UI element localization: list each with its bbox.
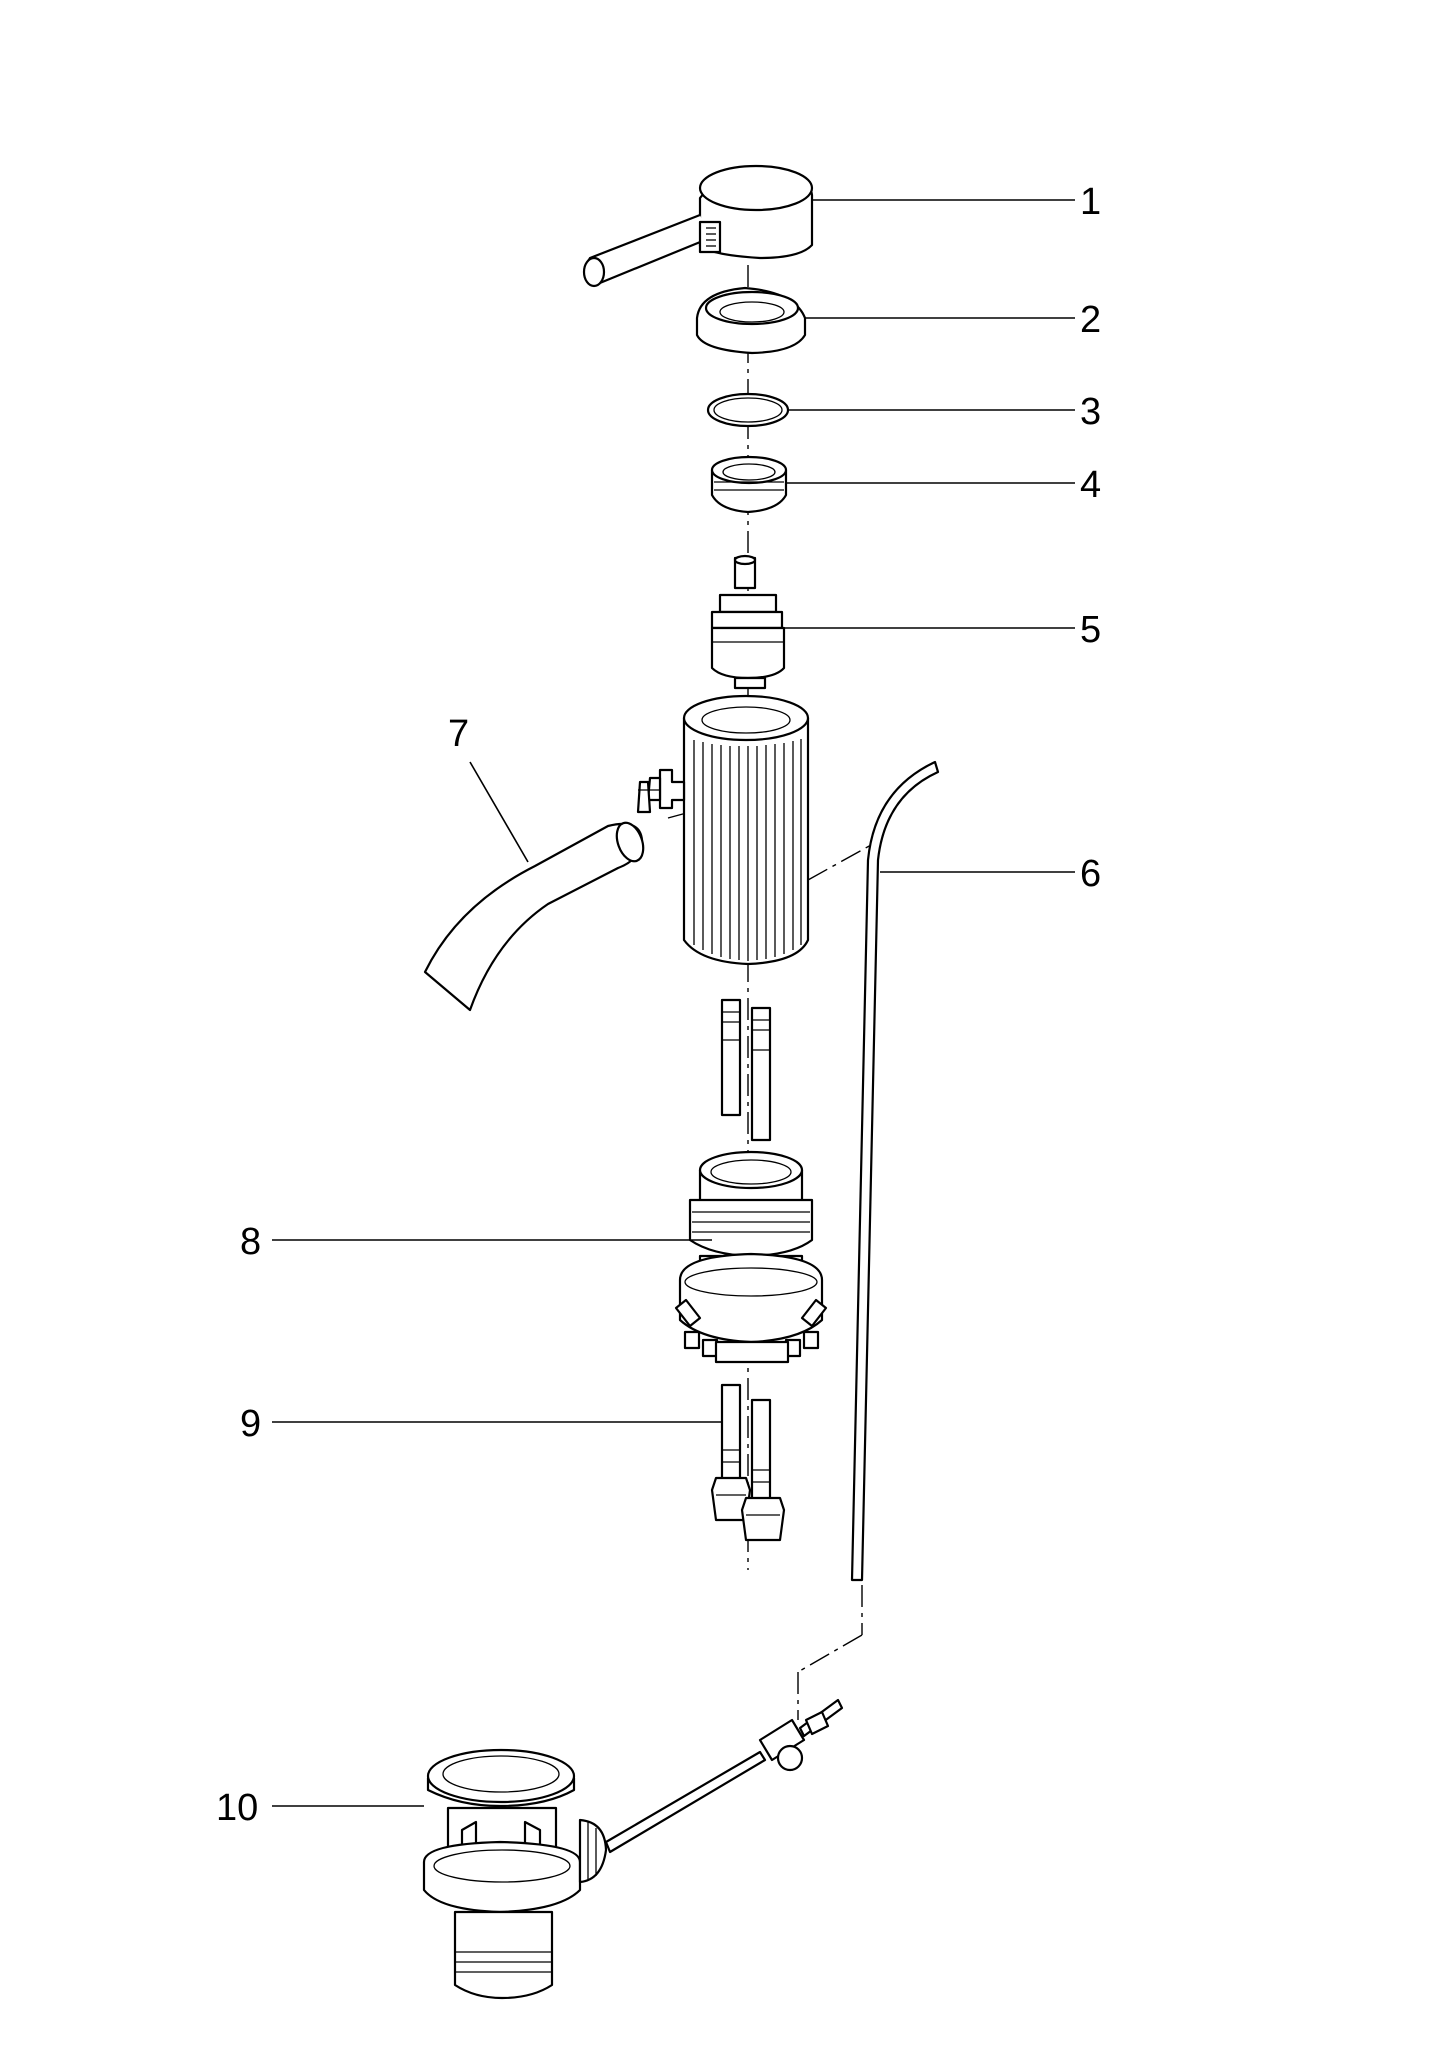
- rod-axis-diagonal: [797, 1634, 863, 1673]
- part-3-o-ring: [706, 392, 790, 428]
- rod-axis-link: [807, 839, 881, 881]
- leader-7: [469, 761, 529, 863]
- callout-8: 8: [240, 1221, 261, 1263]
- callout-3: 3: [1080, 391, 1101, 433]
- callout-9: 9: [240, 1403, 261, 1445]
- part-10-pop-up-waste: [422, 1698, 844, 2000]
- callout-7: 7: [448, 713, 469, 755]
- part-9-supply-hoses-lower: [710, 1383, 786, 1542]
- callout-5: 5: [1080, 609, 1101, 651]
- callout-10: 10: [216, 1787, 258, 1829]
- callout-6: 6: [1080, 853, 1101, 895]
- part-5-cartridge: [710, 554, 786, 690]
- part-7-spout: [423, 821, 645, 1012]
- part-1-lever-handle: [582, 164, 814, 288]
- part-2-cover-cap: [695, 286, 807, 355]
- part-8-mounting-assembly: [674, 1150, 828, 1364]
- callout-4: 4: [1080, 464, 1101, 506]
- supply-hoses-upper: [720, 998, 772, 1142]
- part-4-threaded-nut: [710, 455, 788, 514]
- callout-1: 1: [1080, 181, 1101, 223]
- part-6-pop-up-rod: [850, 760, 940, 1582]
- callout-2: 2: [1080, 299, 1101, 341]
- mixer-body: [636, 694, 810, 966]
